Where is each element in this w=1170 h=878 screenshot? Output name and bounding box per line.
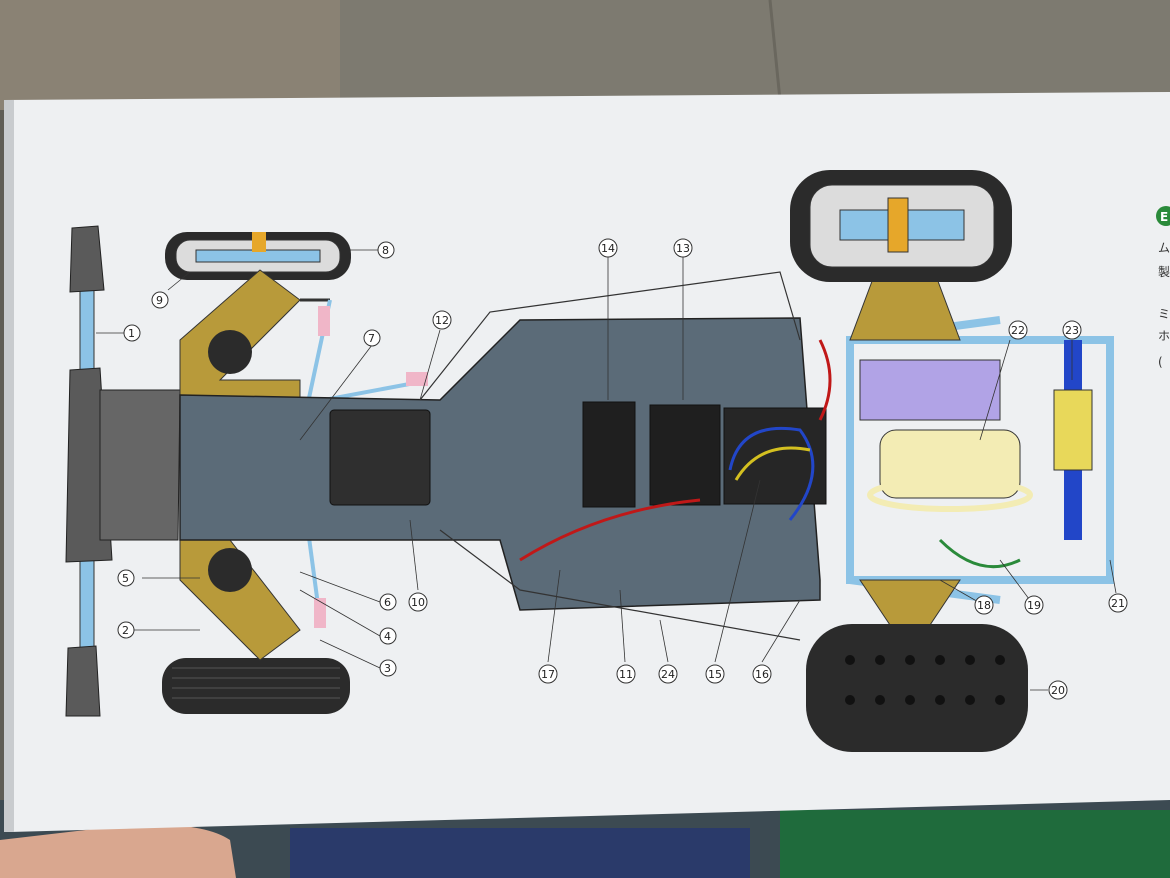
side-panel-text-0: ム [1158, 241, 1170, 255]
callout-7: 7 [363, 329, 381, 347]
callout-16: 16 [752, 664, 772, 684]
callout-15: 15 [705, 664, 725, 684]
rear-shock [1053, 340, 1093, 540]
wiring [519, 339, 1021, 569]
gearbox [859, 359, 1001, 421]
side-panel-text-4: ( [1158, 355, 1163, 369]
receiver-block [582, 401, 636, 508]
svg-text:6: 6 [384, 596, 391, 609]
svg-text:23: 23 [1065, 324, 1079, 337]
callout-8: 8 [377, 241, 395, 259]
side-panel-badge-glyph: E [1160, 210, 1168, 224]
front-nose [99, 389, 181, 541]
svg-text:3: 3 [384, 662, 391, 675]
svg-text:10: 10 [411, 596, 425, 609]
callout-23: 23 [1062, 320, 1082, 340]
svg-text:5: 5 [122, 572, 129, 585]
body-outline [419, 271, 801, 641]
callout-13: 13 [673, 238, 693, 258]
svg-text:2: 2 [122, 624, 129, 637]
box-edge-shadow [4, 100, 14, 832]
rear-wheel-top [790, 170, 1012, 282]
svg-text:15: 15 [708, 668, 722, 681]
callout-12: 12 [432, 310, 452, 330]
callout-1: 1 [123, 324, 141, 342]
svg-text:19: 19 [1027, 599, 1041, 612]
side-panel-text-3: ホ [1158, 329, 1170, 343]
hand [0, 824, 236, 878]
svg-text:16: 16 [755, 668, 769, 681]
callouts: 1 2 3 4 5 6 7 8 9 10 11 12 13 14 15 16 1… [117, 238, 1128, 700]
svg-text:20: 20 [1051, 684, 1065, 697]
callout-11: 11 [616, 664, 636, 684]
chassis-plate [179, 317, 821, 611]
svg-text:22: 22 [1011, 324, 1025, 337]
svg-text:12: 12 [435, 314, 449, 327]
callout-17: 17 [538, 664, 558, 684]
callout-2: 2 [117, 621, 135, 639]
svg-text:1: 1 [128, 327, 135, 340]
side-panel: E ム 製 ミ ホ ( [1156, 206, 1170, 369]
svg-text:18: 18 [977, 599, 991, 612]
svg-text:14: 14 [601, 242, 615, 255]
svg-text:4: 4 [384, 630, 391, 643]
callout-20: 20 [1048, 680, 1068, 700]
svg-text:13: 13 [676, 242, 690, 255]
callout-10: 10 [408, 592, 428, 612]
callout-6: 6 [379, 593, 397, 611]
svg-text:11: 11 [619, 668, 633, 681]
callout-leaders [96, 249, 1117, 691]
rear-wheel-bottom [806, 624, 1028, 752]
svg-text:7: 7 [368, 332, 375, 345]
svg-text:24: 24 [661, 668, 675, 681]
callout-9: 9 [151, 291, 169, 309]
callout-21: 21 [1108, 593, 1128, 613]
callout-19: 19 [1024, 595, 1044, 615]
side-panel-badge [1156, 206, 1170, 226]
svg-text:8: 8 [382, 244, 389, 257]
esc-block [649, 404, 721, 506]
callout-24: 24 [658, 664, 678, 684]
callout-18: 18 [974, 595, 994, 615]
callout-3: 3 [379, 659, 397, 677]
callout-14: 14 [598, 238, 618, 258]
callout-22: 22 [1008, 320, 1028, 340]
svg-text:17: 17 [541, 668, 555, 681]
callout-5: 5 [117, 569, 135, 587]
side-panel-text-2: ミ [1158, 307, 1170, 321]
svg-text:9: 9 [156, 294, 163, 307]
servo [329, 409, 431, 506]
callout-4: 4 [379, 627, 397, 645]
front-wheel-bottom [162, 658, 350, 714]
svg-text:21: 21 [1111, 597, 1125, 610]
side-panel-text-1: 製 [1158, 265, 1170, 279]
motor [867, 429, 1033, 512]
